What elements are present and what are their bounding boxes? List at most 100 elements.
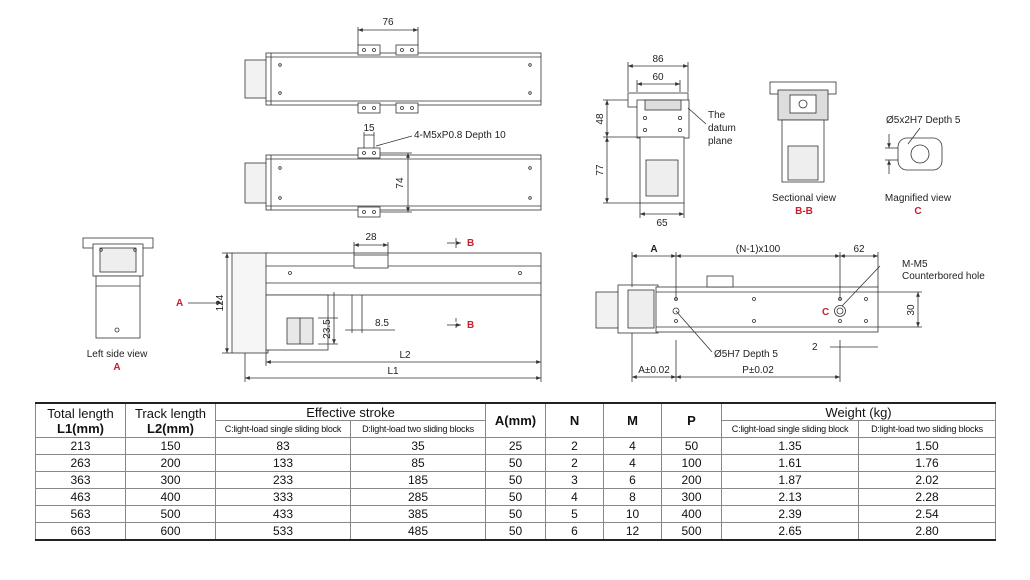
dim-L2: L2 [399, 350, 411, 361]
hole-callout: 4-M5xP0.8 Depth 10 [414, 130, 506, 141]
pin-callout: Ø5H7 Depth 5 [714, 349, 778, 360]
cell: 300 [125, 471, 216, 489]
cell: 6 [603, 471, 663, 489]
cell: 1.50 [858, 437, 997, 455]
front-view [188, 238, 542, 382]
cell: 385 [349, 505, 487, 523]
datum-label-3: plane [708, 136, 733, 147]
dim-L1: L1 [387, 366, 399, 377]
dim-w60: 60 [652, 72, 664, 83]
cell: 433 [215, 505, 351, 523]
dim-23-5: 23.5 [322, 319, 333, 339]
dim-block-len: 28 [365, 232, 377, 243]
cell: 2.28 [858, 488, 997, 506]
dim-8-5: 8.5 [375, 318, 389, 329]
left-side-view-letter: A [113, 362, 120, 373]
counterbore-label-2: Counterbored hole [902, 271, 985, 282]
cell: 563 [35, 505, 126, 523]
cell: 35 [349, 437, 487, 455]
cell: 50 [485, 454, 547, 472]
cell: 85 [349, 454, 487, 472]
cell: 2 [545, 454, 605, 472]
cell: 2.02 [858, 471, 997, 489]
cell: 50 [661, 437, 723, 455]
cell: 1.35 [721, 437, 860, 455]
section-mark-b-bottom: B [467, 320, 474, 331]
top-view-1 [244, 27, 542, 114]
datum-label-2: datum [708, 123, 736, 134]
cell: 2.80 [858, 522, 997, 541]
magnified-view [885, 127, 943, 174]
left-side-view-label: Left side view [87, 349, 148, 360]
dim-30: 30 [906, 304, 917, 316]
cell: 12 [603, 522, 663, 541]
header-p: P [661, 402, 723, 438]
cell: 463 [35, 488, 126, 506]
cell: 6 [545, 522, 605, 541]
sectional-view-label: Sectional view [772, 193, 837, 204]
left-side-view [82, 237, 154, 339]
dim-h77: 77 [595, 164, 606, 176]
cell: 363 [35, 471, 126, 489]
dim-height-124: 124 [215, 294, 226, 311]
magnified-view-label: Magnified view [885, 193, 952, 204]
cell: 500 [661, 522, 723, 541]
dim-62: 62 [853, 244, 865, 255]
cell: 10 [603, 505, 663, 523]
cell: 2 [545, 437, 605, 455]
header-m: M [603, 402, 663, 438]
dim-pitch: (N-1)x100 [736, 244, 781, 255]
cell: 25 [485, 437, 547, 455]
cell: 333 [215, 488, 351, 506]
header-stroke-c: C:light-load single sliding block [215, 420, 351, 438]
datum-label-1: The [708, 110, 726, 121]
end-view [603, 62, 707, 218]
dim-A-tol: A±0.02 [638, 365, 670, 376]
header-stroke-d: D:light-load two sliding blocks [349, 420, 487, 438]
cell: 2.13 [721, 488, 860, 506]
header-weight: Weight (kg) [721, 402, 997, 421]
top-view-2 [244, 132, 542, 218]
cell: 4 [603, 437, 663, 455]
cell: 285 [349, 488, 487, 506]
cell: 1.61 [721, 454, 860, 472]
dim-2: 2 [812, 342, 818, 353]
cell: 200 [125, 454, 216, 472]
header-effective-stroke: Effective stroke [214, 402, 487, 421]
cell: 233 [215, 471, 351, 489]
cell: 3 [545, 471, 605, 489]
cell: 533 [215, 522, 351, 541]
cell: 485 [349, 522, 487, 541]
cell: 8 [603, 488, 663, 506]
cell: 600 [125, 522, 216, 541]
dim-w86: 86 [652, 54, 664, 65]
dim-A-top: A [650, 244, 657, 255]
header-weight-d: D:light-load two sliding blocks [858, 420, 997, 438]
cell: 500 [125, 505, 216, 523]
cell: 5 [545, 505, 605, 523]
cell: 300 [661, 488, 723, 506]
section-mark-b-top: B [467, 238, 474, 249]
detail-mark-c: C [822, 307, 829, 318]
cell: 1.87 [721, 471, 860, 489]
dim-hole-spacing: 15 [363, 123, 375, 134]
view-arrow-a: A [176, 298, 183, 309]
cell: 263 [35, 454, 126, 472]
sectional-view-letter: B-B [795, 206, 813, 217]
cell: 213 [35, 437, 126, 455]
technical-drawing: 76 15 4-M5xP0.8 Depth 10 74 28 124 23.5 … [82, 17, 985, 382]
dim-w65: 65 [656, 218, 668, 229]
cell: 50 [485, 505, 547, 523]
cell: 200 [661, 471, 723, 489]
cell: 83 [215, 437, 351, 455]
dim-P-tol: P±0.02 [742, 365, 774, 376]
